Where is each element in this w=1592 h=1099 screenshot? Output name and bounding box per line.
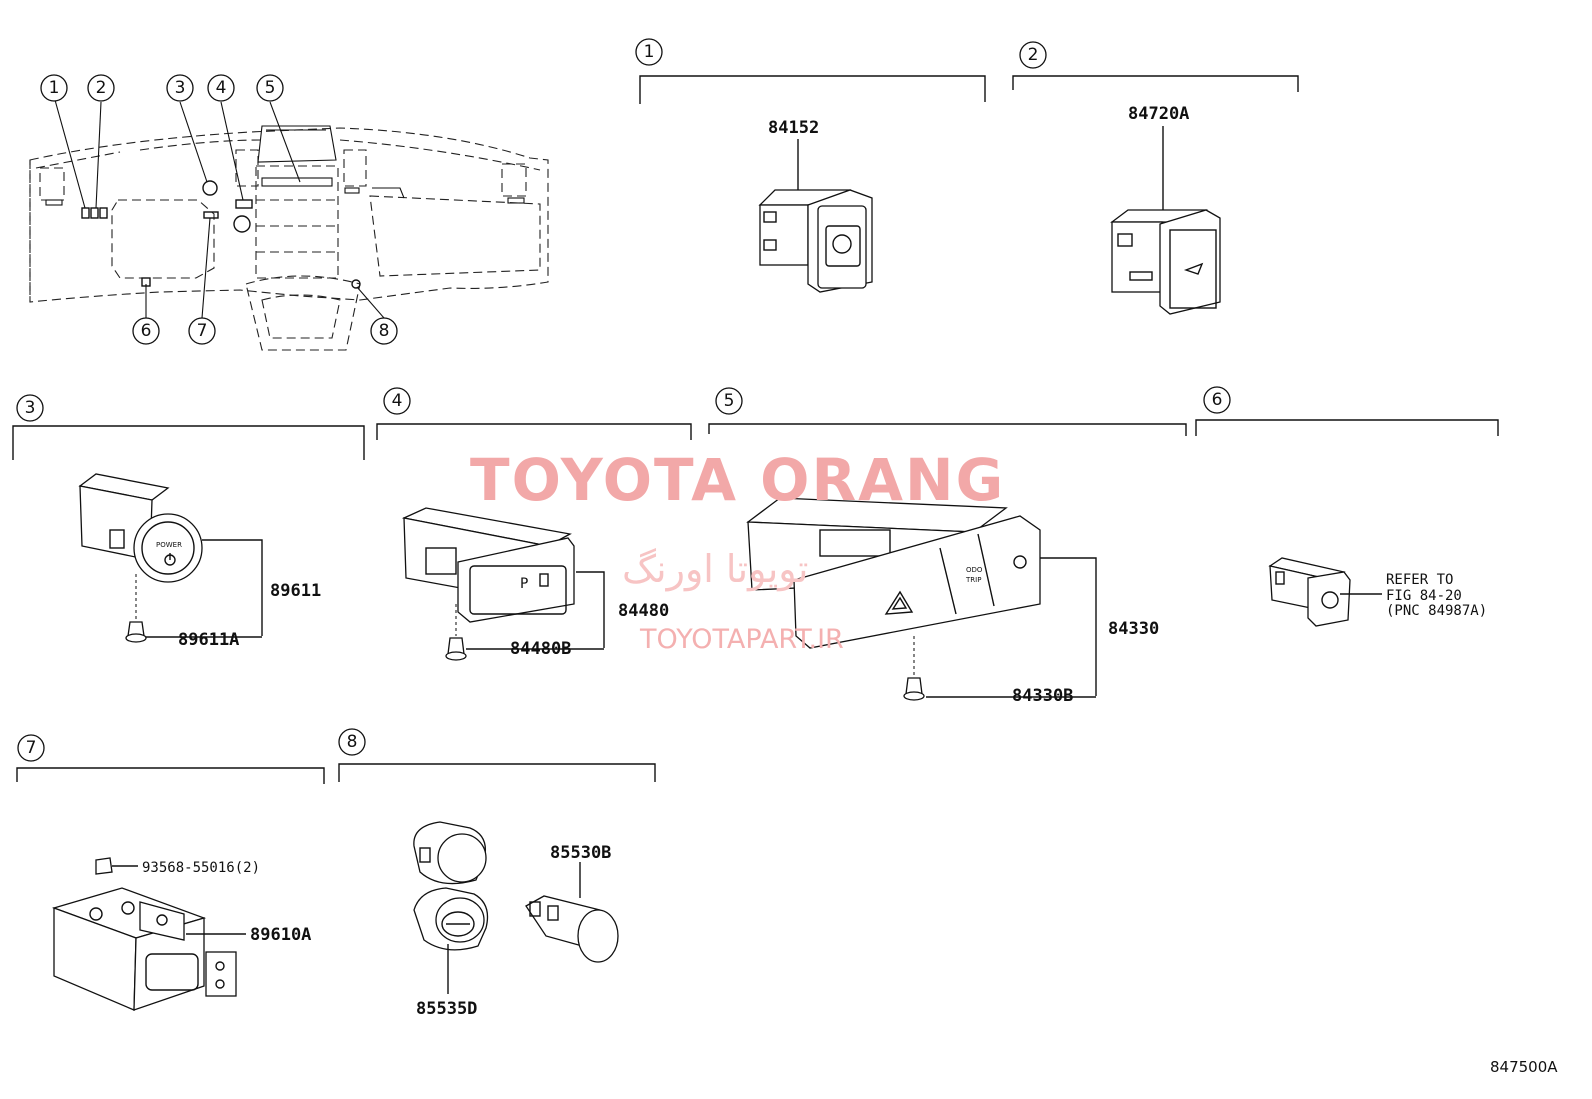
svg-text:6: 6	[141, 321, 152, 341]
svg-text:5: 5	[724, 391, 735, 411]
svg-text:TRIP: TRIP	[965, 576, 981, 584]
group-2-switch: 2 84720A	[1012, 41, 1299, 315]
svg-text:تویوتا اورنگ: تویوتا اورنگ	[622, 547, 809, 592]
svg-text:7: 7	[197, 321, 208, 341]
overview-callout-8: 8	[370, 317, 398, 345]
svg-text:POWER: POWER	[156, 541, 182, 549]
svg-text:2: 2	[1028, 45, 1039, 65]
svg-text:89611A: 89611A	[178, 630, 239, 650]
svg-text:4: 4	[216, 78, 227, 98]
svg-text:1: 1	[49, 78, 60, 98]
group-8-socket: 8 85535D 85530B	[338, 728, 656, 1019]
svg-text:1: 1	[644, 42, 655, 62]
dashboard-overview: 1 2 3 4 5 6 7 8	[29, 74, 549, 351]
watermark: TOYOTA ORANG تویوتا اورنگ TOYOTAPART.IR	[470, 446, 1005, 655]
group-1-mirror-switch: 1 84152	[635, 38, 986, 293]
svg-text:TOYOTAPART.IR: TOYOTAPART.IR	[639, 624, 844, 655]
svg-text:3: 3	[25, 398, 36, 418]
group-7-receiver: 7 93568-55016(2) 89610A	[16, 734, 325, 1011]
group-5-hazard-switch: 5 ODO TRIP 84330 84330B	[708, 387, 1187, 706]
svg-text:84152: 84152	[768, 118, 819, 138]
overview-callout-5: 5	[256, 74, 284, 102]
svg-text:3: 3	[175, 78, 186, 98]
svg-text:REFER TO: REFER TO	[1386, 572, 1453, 588]
overview-callout-6: 6	[132, 317, 160, 345]
svg-text:8: 8	[379, 321, 390, 341]
svg-text:5: 5	[265, 78, 276, 98]
overview-callout-7: 7	[188, 317, 216, 345]
svg-text:ODO: ODO	[966, 566, 983, 574]
group-3-power-switch: 3 POWER 89611 89611A	[12, 394, 365, 650]
svg-text:6: 6	[1212, 390, 1223, 410]
overview-callout-3: 3	[166, 74, 194, 102]
overview-callout-4: 4	[207, 74, 235, 102]
svg-text:2: 2	[96, 78, 107, 98]
svg-text:84330B: 84330B	[1012, 686, 1073, 706]
overview-callout-2: 2	[87, 74, 115, 102]
svg-text:(PNC 84987A): (PNC 84987A)	[1386, 603, 1487, 619]
group-6-reference: 6 REFER TO FIG 84-20 (PNC 84987A)	[1195, 386, 1499, 627]
svg-text:4: 4	[392, 391, 403, 411]
svg-text:89611: 89611	[270, 581, 321, 601]
svg-text:8: 8	[347, 732, 358, 752]
svg-text:7: 7	[26, 738, 37, 758]
svg-text:84480: 84480	[618, 601, 669, 621]
svg-text:85530B: 85530B	[550, 843, 611, 863]
figure-id: 847500A	[1490, 1058, 1558, 1076]
svg-text:89610A: 89610A	[250, 925, 311, 945]
svg-text:85535D: 85535D	[416, 999, 477, 1019]
svg-text:84720A: 84720A	[1128, 104, 1189, 124]
svg-text:93568-55016(2): 93568-55016(2)	[142, 860, 260, 876]
svg-text:84480B: 84480B	[510, 639, 571, 659]
group-4-park-switch: 4 P 84480 84480B	[376, 387, 692, 661]
overview-callout-1: 1	[40, 74, 68, 102]
svg-text:FIG 84-20: FIG 84-20	[1386, 588, 1462, 604]
svg-text:P: P	[520, 576, 528, 592]
svg-text:84330: 84330	[1108, 619, 1159, 639]
svg-text:TOYOTA ORANG: TOYOTA ORANG	[470, 446, 1005, 514]
